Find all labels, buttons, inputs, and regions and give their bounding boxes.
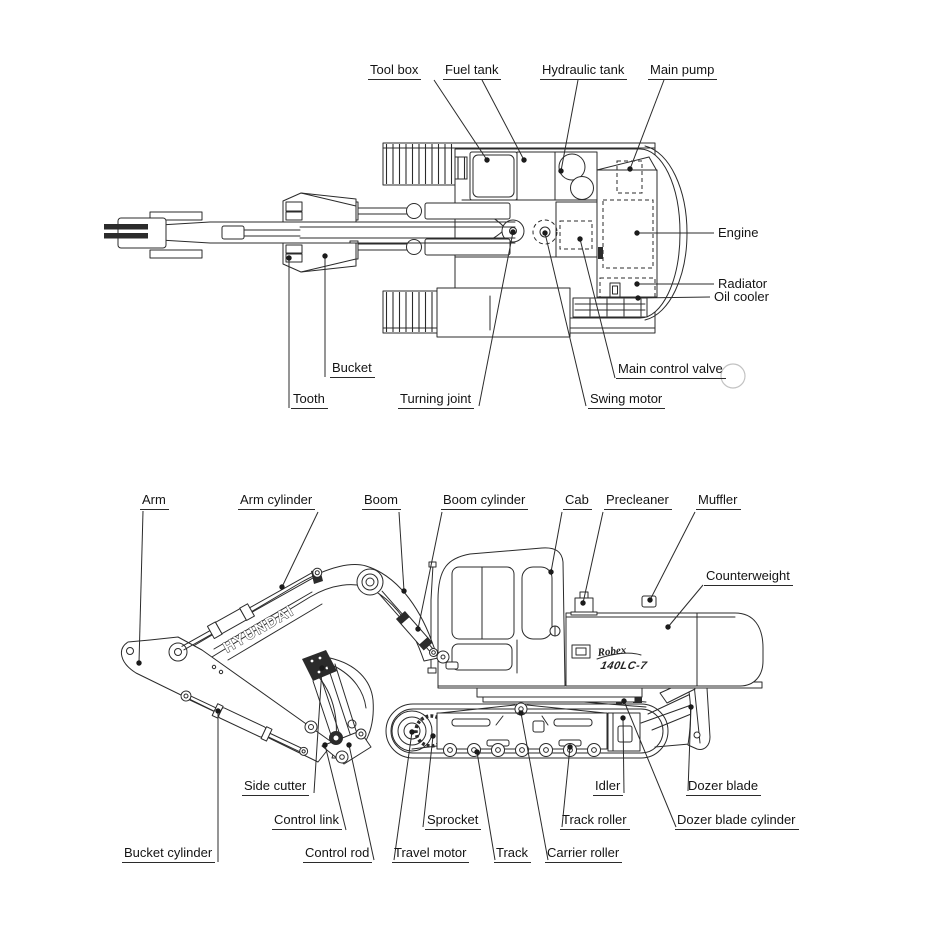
label-tool-box: Tool box	[368, 63, 422, 80]
bucket-linkage	[304, 663, 372, 765]
dozer-blade-group	[583, 674, 711, 750]
oil-cooler-grille	[572, 297, 648, 318]
counterweight-shape	[565, 612, 764, 687]
model-number-decal: 140LC-7	[599, 660, 648, 672]
label-oil-cooler: Oil cooler	[714, 289, 769, 304]
label-track: Track	[494, 846, 532, 863]
robex-decal: Robex	[596, 644, 627, 659]
arm-shape	[120, 636, 334, 763]
boom-group: HYUNDAI	[189, 564, 450, 664]
label-dozer-blade-cylinder: Dozer blade cylinder	[675, 813, 799, 830]
label-arm-cylinder: Arm cylinder	[238, 493, 316, 510]
label-side-cutter: Side cutter	[242, 779, 310, 796]
track-frame-top-view	[436, 287, 571, 338]
robex-swoosh	[596, 652, 642, 660]
label-bucket-cylinder: Bucket cylinder	[122, 846, 216, 863]
label-precleaner: Precleaner	[604, 493, 672, 510]
label-engine: Engine	[718, 225, 759, 240]
main-pump-shape	[616, 160, 643, 194]
label-control-rod: Control rod	[303, 846, 373, 863]
windshield	[451, 566, 515, 640]
label-track-roller: Track roller	[560, 813, 630, 830]
arm-cylinder-shape	[181, 567, 323, 651]
label-radiator: Radiator	[718, 276, 768, 291]
label-carrier-roller: Carrier roller	[545, 846, 623, 863]
track-rollers	[443, 739, 601, 757]
label-tooth: Tooth	[291, 392, 328, 409]
label-arm: Arm	[140, 493, 169, 510]
top-view-attachment	[104, 192, 516, 273]
faint-reference-circle	[720, 363, 746, 389]
top-view-body	[454, 145, 688, 321]
label-dozer-blade: Dozer blade	[686, 779, 762, 796]
label-control-link: Control link	[272, 813, 343, 830]
label-sprocket: Sprocket	[425, 813, 482, 830]
side-cutter-shape	[302, 650, 337, 681]
side-view-undercarriage	[385, 702, 669, 759]
top-view-drawing	[104, 142, 746, 389]
label-cab: Cab	[563, 493, 592, 510]
label-main-control-valve: Main control valve	[616, 362, 726, 379]
label-travel-motor: Travel motor	[392, 846, 470, 863]
boom-cylinder-shape	[378, 590, 439, 658]
label-muffler: Muffler	[696, 493, 741, 510]
main-control-valve-shape	[559, 220, 593, 250]
engine-shape	[602, 199, 654, 269]
leader-lines	[136, 79, 714, 862]
label-boom: Boom	[362, 493, 401, 510]
side-view-body: Robex 140LC-7	[565, 591, 764, 687]
cab-side-window	[521, 566, 553, 640]
label-hydraulic-tank: Hydraulic tank	[540, 63, 628, 80]
label-turning-joint: Turning joint	[398, 392, 475, 409]
label-bucket: Bucket	[330, 361, 375, 378]
side-view-drawing: Robex 140LC-7 H	[120, 547, 764, 765]
radiator-shape	[599, 277, 656, 298]
label-main-pump: Main pump	[648, 63, 718, 80]
cab-group	[427, 547, 566, 687]
arm-group	[120, 636, 334, 763]
label-fuel-tank: Fuel tank	[443, 63, 502, 80]
label-counterweight: Counterweight	[704, 569, 793, 586]
label-boom-cylinder: Boom cylinder	[441, 493, 529, 510]
label-idler: Idler	[593, 779, 624, 796]
label-swing-motor: Swing motor	[588, 392, 666, 409]
bucket-group	[302, 650, 374, 765]
swing-motor-shape	[532, 219, 558, 245]
